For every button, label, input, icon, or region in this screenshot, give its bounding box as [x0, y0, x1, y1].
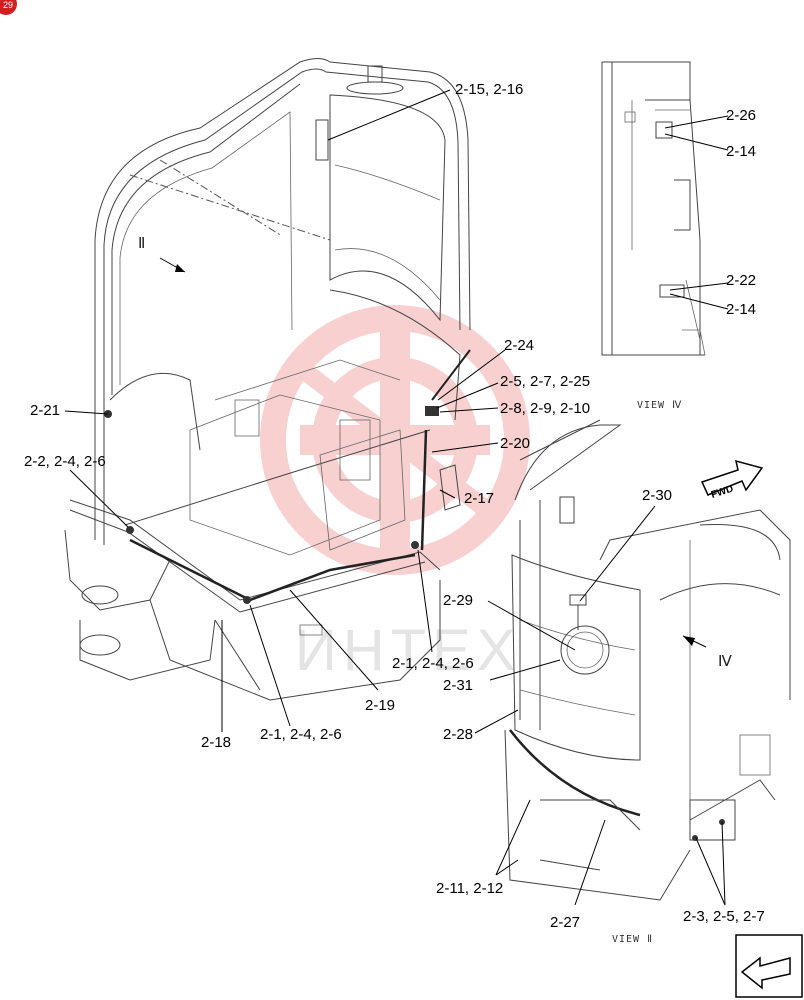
callout-2-29: 2-29 [443, 592, 473, 609]
callout-2-8: 2-8, 2-9, 2-10 [500, 400, 590, 417]
callout-2-2: 2-2, 2-4, 2-6 [24, 453, 106, 470]
callout-2-14-bottom: 2-14 [726, 301, 756, 318]
view-iv-label: VIEW Ⅳ [637, 400, 682, 411]
next-page-arrow-icon[interactable] [735, 934, 803, 998]
callout-2-15: 2-15, 2-16 [455, 81, 523, 98]
callout-2-19: 2-19 [365, 697, 395, 714]
callout-2-24: 2-24 [504, 337, 534, 354]
callout-2-14-top: 2-14 [726, 143, 756, 160]
watermark-logo [260, 305, 530, 575]
callout-2-11: 2-11, 2-12 [436, 880, 503, 897]
callout-2-27: 2-27 [550, 914, 580, 931]
callout-2-18: 2-18 [201, 734, 231, 751]
corner-badge: 29 [0, 0, 17, 15]
callout-2-17: 2-17 [464, 490, 494, 507]
callout-2-20: 2-20 [500, 435, 530, 452]
roman-marker-ii: Ⅱ [138, 236, 145, 252]
view-iv-inset [601, 61, 706, 356]
callout-2-26: 2-26 [726, 107, 756, 124]
callout-2-22: 2-22 [726, 272, 756, 289]
corner-badge-text: 29 [3, 0, 13, 10]
callout-2-3: 2-3, 2-5, 2-7 [683, 908, 765, 925]
callout-2-31: 2-31 [443, 677, 473, 694]
callout-2-1-right: 2-1, 2-4, 2-6 [392, 655, 474, 672]
callout-2-28: 2-28 [443, 726, 473, 743]
leader-lines [64, 89, 729, 906]
cab-assembly [64, 58, 471, 701]
fwd-arrow-icon: FWD [700, 459, 764, 501]
callout-2-21: 2-21 [30, 402, 60, 419]
callout-2-5: 2-5, 2-7, 2-25 [500, 373, 590, 390]
roman-marker-iv: Ⅳ [718, 654, 732, 670]
watermark-text: ИНТЕХ [295, 618, 521, 683]
view-ii-label: VIEW Ⅱ [612, 934, 653, 945]
callout-2-1-left: 2-1, 2-4, 2-6 [260, 726, 342, 743]
callout-2-30: 2-30 [642, 487, 672, 504]
